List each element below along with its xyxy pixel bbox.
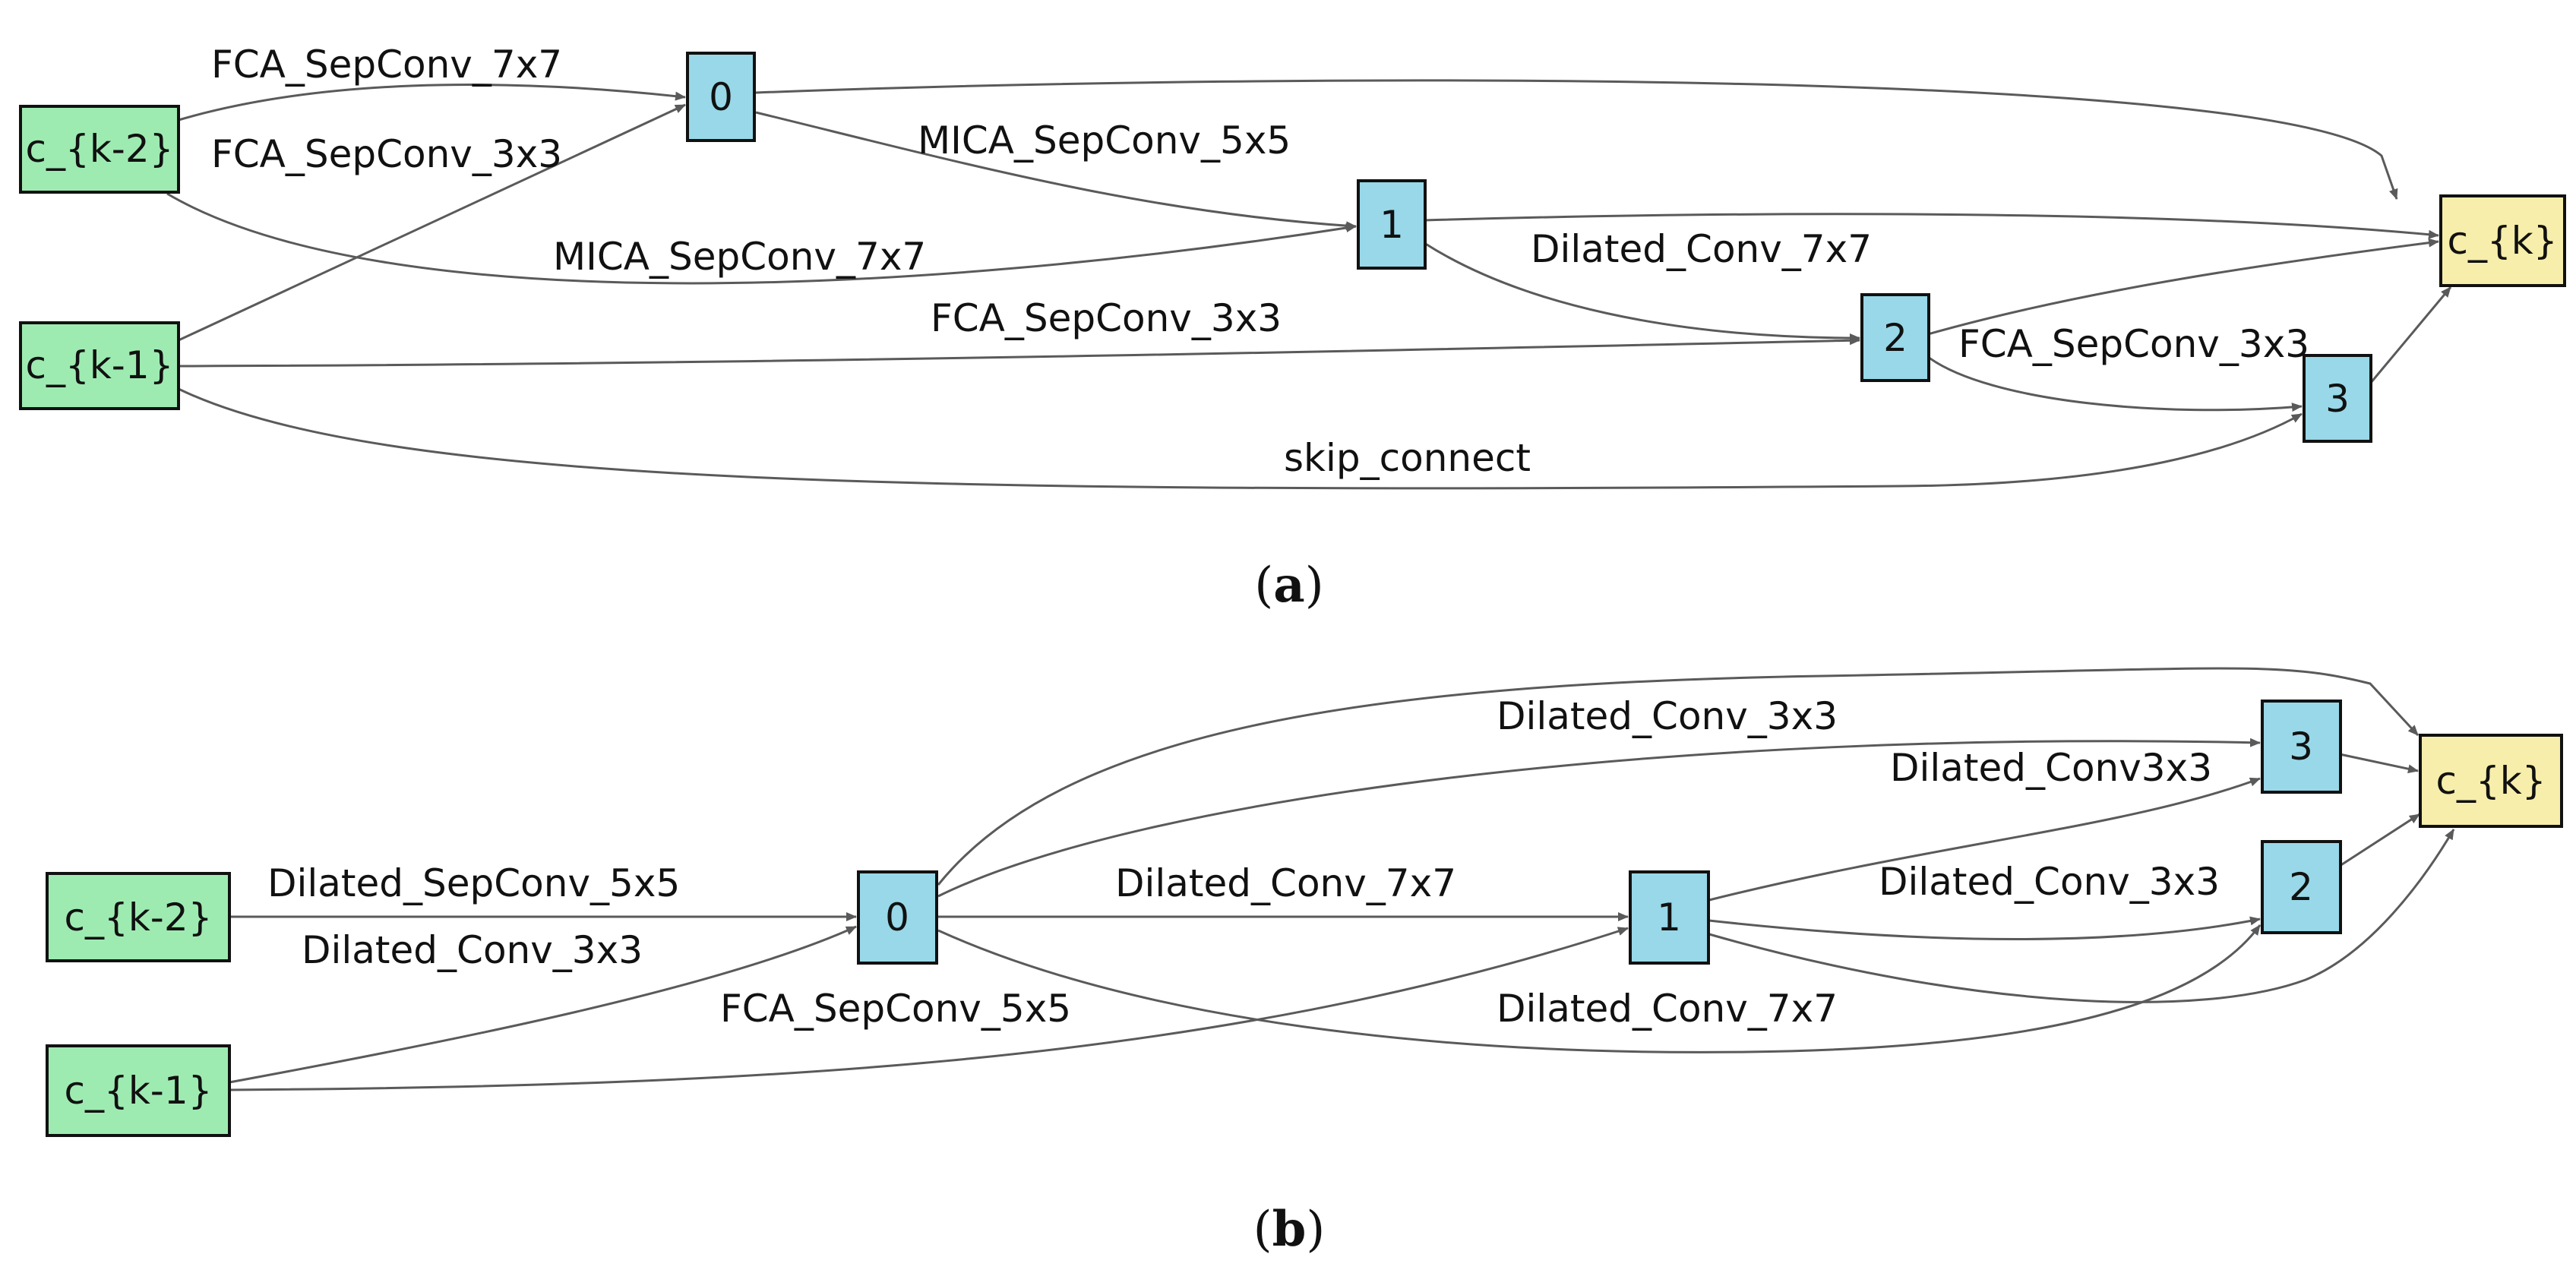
node-box xyxy=(19,321,180,410)
node-box xyxy=(46,1044,231,1137)
edge-label: Dilated_Conv_7x7 xyxy=(1531,227,1872,271)
node-c-k-2: c_{k-2} xyxy=(46,872,231,962)
node-label: c_{k} xyxy=(2435,759,2546,803)
node-label: 1 xyxy=(1657,895,1681,940)
edge-label: Dilated_Conv_3x3 xyxy=(1879,860,2220,904)
node-c-k: c_{k} xyxy=(2419,734,2563,828)
node-label: 3 xyxy=(2325,377,2350,421)
node-label: 0 xyxy=(709,75,733,119)
edge-label: Dilated_SepConv_5x5 xyxy=(267,861,680,905)
node-box xyxy=(2419,734,2563,828)
node-label: c_{k-1} xyxy=(26,343,174,387)
caption-open: ( xyxy=(1253,1202,1272,1258)
node-label: 1 xyxy=(1380,203,1404,247)
node-2: 2 xyxy=(2261,840,2342,934)
caption-b: (b) xyxy=(1253,1201,1326,1258)
edge-a-n1-n2 xyxy=(1424,242,1860,343)
edge-label: FCA_SepConv_3x3 xyxy=(1958,322,2309,366)
node-3: 3 xyxy=(2261,700,2342,794)
edge-label: FCA_SepConv_7x7 xyxy=(211,43,562,87)
caption-close: ) xyxy=(1306,1202,1325,1258)
node-box xyxy=(2261,700,2342,794)
edge-b-n0-n2 xyxy=(937,924,2262,1053)
diagram-b: Dilated_SepConv_5x5 Dilated_Conv_3x3 Dil… xyxy=(46,667,2563,1258)
edge-label: skip_connect xyxy=(1284,436,1531,480)
edge-label: MICA_SepConv_5x5 xyxy=(918,118,1291,163)
edge-b-n0-ck xyxy=(937,667,2420,886)
edge-labels-b: Dilated_SepConv_5x5 Dilated_Conv_3x3 Dil… xyxy=(267,694,2220,1031)
edge-a-ck1-n2 xyxy=(178,336,1860,368)
edge-label: Dilated_Conv3x3 xyxy=(1890,746,2212,790)
edge-label: FCA_SepConv_3x3 xyxy=(211,132,562,176)
edge-a-n3-ck xyxy=(2369,286,2452,384)
node-box xyxy=(19,105,180,194)
node-1: 1 xyxy=(1357,179,1427,270)
node-box xyxy=(2439,194,2566,287)
edge-a-ck2-n1 xyxy=(166,192,1357,285)
node-c-k-1: c_{k-1} xyxy=(46,1044,231,1137)
edge-a-n1-ck xyxy=(1424,213,2439,239)
caption-a: (a) xyxy=(1254,557,1323,614)
node-label: c_{k} xyxy=(2447,219,2557,263)
node-box xyxy=(46,872,231,962)
caption-close: ) xyxy=(1305,557,1324,614)
edge-a-n0-ck xyxy=(755,79,2398,200)
node-box xyxy=(1629,870,1710,965)
edge-b-n1-ck xyxy=(1708,829,2455,1003)
node-0: 0 xyxy=(857,870,938,965)
edge-a-n0-n1 xyxy=(755,111,1357,231)
caption-letter: b xyxy=(1272,1201,1307,1258)
edge-b-n1-n2 xyxy=(1708,916,2261,940)
node-3: 3 xyxy=(2303,354,2372,443)
edge-label: Dilated_Conv_3x3 xyxy=(302,928,643,972)
node-box xyxy=(1357,179,1427,270)
edge-b-n2-ck xyxy=(2339,813,2420,867)
node-label: 3 xyxy=(2289,725,2313,769)
node-label: c_{k-2} xyxy=(65,895,213,940)
node-box xyxy=(1860,293,1930,382)
node-label: c_{k-2} xyxy=(26,127,174,171)
caption-letter: a xyxy=(1273,557,1304,614)
node-c-k-2: c_{k-2} xyxy=(19,105,180,194)
edge-label: Dilated_Conv_7x7 xyxy=(1497,987,1838,1031)
edge-label: FCA_SepConv_3x3 xyxy=(931,296,1282,340)
caption-open: ( xyxy=(1254,557,1273,614)
edge-label: Dilated_Conv_3x3 xyxy=(1497,694,1838,738)
node-2: 2 xyxy=(1860,293,1930,382)
edge-a-ck1-n0 xyxy=(178,103,686,342)
edge-a-n2-ck xyxy=(1927,238,2439,336)
node-c-k: c_{k} xyxy=(2439,194,2566,287)
nodes-b: c_{k-2} c_{k-1} 0 1 3 2 xyxy=(46,700,2563,1137)
edge-b-n0-n3 xyxy=(937,737,2261,898)
node-label: 2 xyxy=(1883,316,1908,360)
node-label: 0 xyxy=(885,895,909,940)
edge-label: FCA_SepConv_5x5 xyxy=(720,987,1071,1031)
node-label: 2 xyxy=(2289,865,2313,909)
edge-labels-a: FCA_SepConv_7x7 FCA_SepConv_3x3 MICA_Sep… xyxy=(211,43,2309,480)
diagram-a: FCA_SepConv_7x7 FCA_SepConv_3x3 MICA_Sep… xyxy=(19,43,2566,614)
edge-a-n2-n3 xyxy=(1927,355,2303,412)
edge-a-ck2-n0 xyxy=(178,84,686,122)
edge-b-ck1-n0 xyxy=(229,925,857,1084)
node-label: c_{k-1} xyxy=(65,1069,213,1113)
edges-a xyxy=(166,79,2452,490)
edge-label: Dilated_Conv_7x7 xyxy=(1115,861,1456,905)
node-box xyxy=(2261,840,2342,934)
node-c-k-1: c_{k-1} xyxy=(19,321,180,410)
node-box xyxy=(686,52,756,142)
edge-b-n3-ck xyxy=(2339,753,2419,774)
node-1: 1 xyxy=(1629,870,1710,965)
edge-label: MICA_SepConv_7x7 xyxy=(553,235,926,279)
node-box xyxy=(857,870,938,965)
node-0: 0 xyxy=(686,52,756,142)
node-box xyxy=(2303,354,2372,443)
edge-a-ck1-n3 xyxy=(178,387,2303,490)
edge-b-n1-n3 xyxy=(1708,777,2261,902)
edge-b-ck1-n1 xyxy=(229,927,1629,1091)
nodes-a: c_{k-2} c_{k-1} 0 1 2 3 xyxy=(19,52,2566,443)
edges-b xyxy=(229,667,2455,1091)
